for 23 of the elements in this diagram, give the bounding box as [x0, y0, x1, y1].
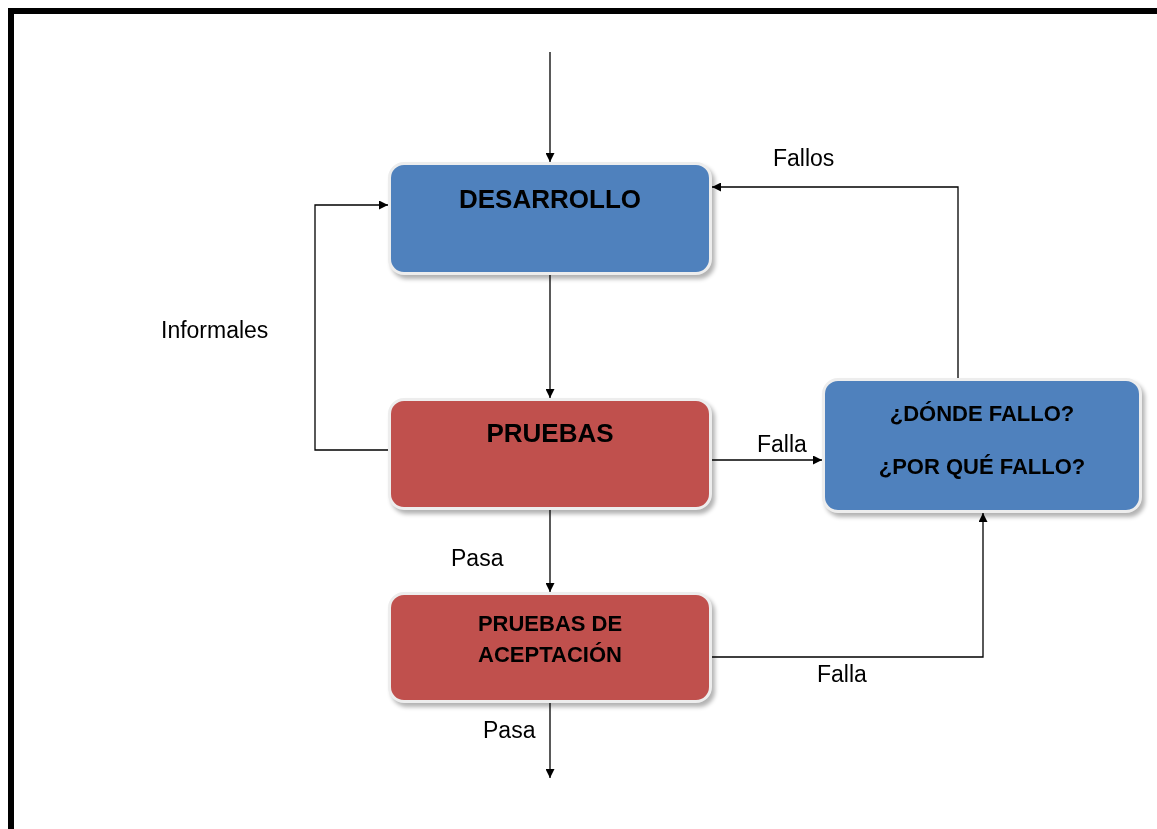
- box-label: DESARROLLO: [458, 183, 642, 216]
- edge-label: Fallos: [772, 144, 836, 173]
- arrow: [711, 182, 959, 379]
- box-label: PRUEBAS: [485, 417, 615, 450]
- edge-label: Falla: [816, 660, 868, 689]
- arrow: [314, 200, 389, 451]
- arrow: [545, 51, 555, 163]
- edge-label: Pasa: [450, 544, 505, 573]
- arrow: [545, 274, 555, 399]
- box-label: ¿DÓNDE FALLO?: [888, 400, 1076, 428]
- arrow: [711, 455, 823, 465]
- process-box: [388, 398, 712, 510]
- edge-label: Falla: [756, 430, 808, 459]
- box-label: PRUEBAS DE ACEPTACIÓN: [476, 610, 624, 669]
- process-box: [822, 378, 1142, 513]
- box-label: ¿POR QUÉ FALLO?: [877, 452, 1087, 481]
- arrow: [545, 509, 555, 593]
- process-box: [388, 162, 712, 275]
- edge-label: Pasa: [482, 716, 537, 745]
- edge-label: Informales: [160, 316, 270, 345]
- arrow: [545, 702, 555, 779]
- process-box: [388, 592, 712, 703]
- arrow: [711, 512, 988, 658]
